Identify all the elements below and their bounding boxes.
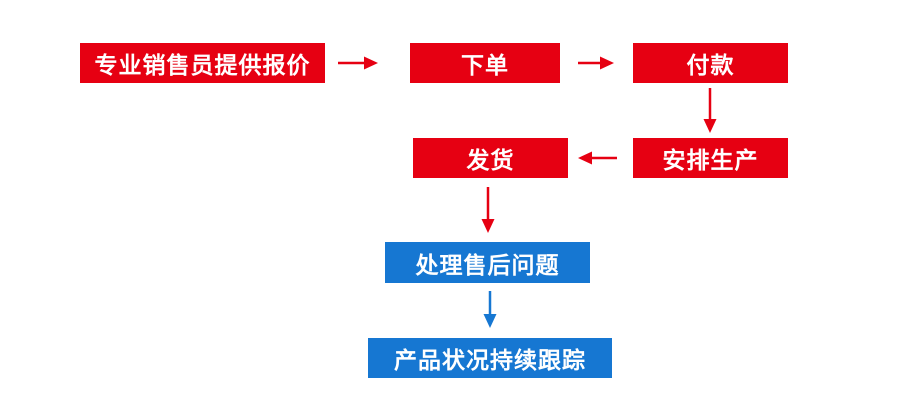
flow-node-tracking: 产品状况持续跟踪: [368, 338, 612, 378]
flow-node-shipping: 发货: [413, 138, 568, 178]
flow-node-aftersales: 处理售后问题: [385, 242, 590, 283]
arrow-aftersales-to-tracking: [483, 291, 497, 328]
flow-node-quote: 专业销售员提供报价: [80, 43, 325, 83]
arrow-payment-to-production: [703, 88, 717, 133]
flow-node-production: 安排生产: [633, 138, 788, 178]
arrow-shipping-to-aftersales: [481, 187, 495, 233]
flow-node-order: 下单: [410, 43, 560, 83]
arrow-quote-to-order: [338, 56, 378, 70]
arrow-production-to-shipping: [578, 151, 617, 165]
arrow-order-to-payment: [578, 56, 614, 70]
flow-node-payment: 付款: [633, 43, 788, 83]
